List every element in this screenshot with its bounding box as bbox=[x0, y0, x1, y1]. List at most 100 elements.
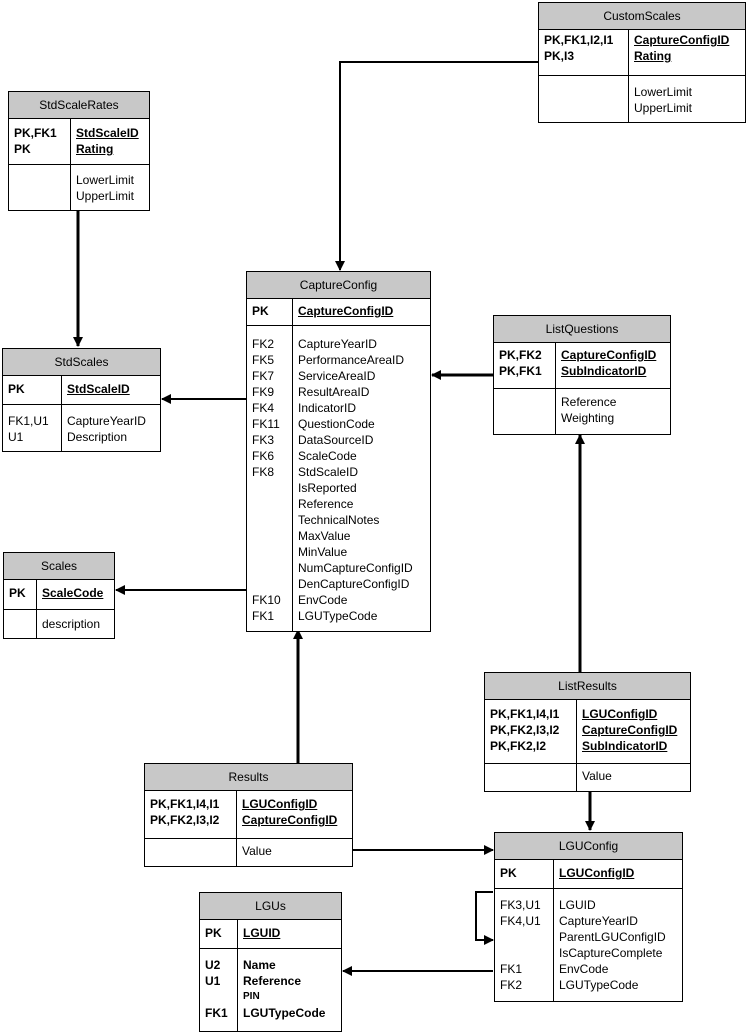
key-label: PK,FK1 bbox=[14, 126, 57, 140]
key-label: U2 bbox=[205, 958, 221, 972]
attr-field: LGUTypeCode bbox=[243, 1006, 326, 1020]
key-label bbox=[500, 945, 548, 961]
pk-field: Rating bbox=[76, 142, 114, 156]
attr-field: Value bbox=[582, 769, 612, 783]
attribute-section: Reference Weighting bbox=[494, 389, 670, 434]
key-label: PK bbox=[205, 926, 222, 940]
key-label bbox=[252, 512, 287, 528]
edge-lguconfig-self bbox=[475, 891, 494, 945]
attribute-section: Value bbox=[485, 764, 690, 791]
entity-lguconfig: LGUConfig PK LGUConfigID FK3,U1 FK4,U1 F… bbox=[494, 832, 683, 1002]
attrs: Reference Weighting bbox=[556, 389, 670, 434]
primary-key-section: PK StdScaleID bbox=[3, 376, 160, 405]
entity-title: LGUConfig bbox=[495, 833, 682, 860]
attr-field: LowerLimit bbox=[76, 173, 135, 187]
fk-keys bbox=[4, 610, 37, 638]
key-label: PK,FK1,I4,I1 bbox=[150, 797, 220, 811]
attr-field: NumCaptureConfigID bbox=[298, 561, 413, 575]
attr-field: Name bbox=[243, 958, 276, 972]
attr-field: MinValue bbox=[298, 545, 348, 559]
pk-field: StdScaleID bbox=[76, 126, 139, 140]
pk-attrs: LGUConfigID CaptureConfigID SubIndicator… bbox=[577, 700, 690, 763]
pk-field: StdScaleID bbox=[67, 382, 130, 396]
attr-field: DataSourceID bbox=[298, 433, 374, 447]
key-label: FK1 bbox=[252, 609, 275, 623]
entity-title: ListQuestions bbox=[494, 316, 670, 343]
key-label: FK10 bbox=[252, 593, 281, 607]
attr-field: ResultAreaID bbox=[298, 385, 370, 399]
key-label: U1 bbox=[205, 974, 221, 988]
key-label: PK bbox=[500, 866, 517, 880]
key-label: PK bbox=[14, 142, 31, 156]
pk-field: CaptureConfigID bbox=[634, 33, 730, 47]
pk-attrs: CaptureConfigID SubIndicatorID bbox=[556, 343, 670, 388]
attribute-section: FK2 FK5 FK7 FK9 FK4 FK11 FK3 FK6 FK8 FK1… bbox=[247, 326, 430, 631]
attribute-section: LowerLimit UpperLimit bbox=[9, 165, 149, 210]
entity-title: CaptureConfig bbox=[247, 272, 430, 299]
attr-field: UpperLimit bbox=[76, 189, 135, 203]
attribute-section: description bbox=[4, 610, 114, 638]
attr-field: PerformanceAreaID bbox=[298, 353, 405, 367]
pk-attrs: LGUConfigID bbox=[554, 860, 682, 888]
attr-field: LowerLimit bbox=[634, 85, 693, 99]
pk-attrs: StdScaleID Rating bbox=[71, 119, 149, 164]
key-label: FK4 bbox=[252, 401, 275, 415]
attr-field: Reference bbox=[243, 974, 302, 988]
key-label bbox=[252, 480, 287, 496]
pk-keys: PK bbox=[4, 580, 37, 609]
pk-keys: PK,FK1,I2,I1 PK,I3 bbox=[539, 30, 629, 75]
key-label: PK,FK1,I2,I1 bbox=[544, 33, 614, 47]
attrs: Value bbox=[577, 764, 690, 791]
edge-customscales-captureconfig bbox=[335, 61, 538, 271]
entity-lgus: LGUs PK LGUID U2 U1 FK1 Name Reference P… bbox=[199, 892, 342, 1032]
entity-listquestions: ListQuestions PK,FK2 PK,FK1 CaptureConfi… bbox=[493, 315, 671, 435]
key-label: FK8 bbox=[252, 465, 275, 479]
key-label: FK1,U1 bbox=[8, 414, 49, 428]
key-label bbox=[252, 496, 287, 512]
attr-field: EnvCode bbox=[298, 593, 348, 607]
entity-title: StdScales bbox=[3, 349, 160, 376]
key-label: FK2 bbox=[500, 978, 523, 992]
pk-field: LGUConfigID bbox=[242, 797, 318, 811]
entity-title: StdScaleRates bbox=[9, 92, 149, 119]
entity-listresults: ListResults PK,FK1,I4,I1 PK,FK2,I3,I2 PK… bbox=[484, 672, 691, 792]
attrs: LGUID CaptureYearID ParentLGUConfigID Is… bbox=[554, 889, 682, 1001]
entity-title: ListResults bbox=[485, 673, 690, 700]
key-label: FK11 bbox=[252, 417, 280, 431]
pk-field: CaptureConfigID bbox=[242, 813, 338, 827]
attr-field: description bbox=[42, 617, 101, 631]
attr-field: ServiceAreaID bbox=[298, 369, 376, 383]
key-label bbox=[500, 929, 548, 945]
primary-key-section: PK LGUID bbox=[200, 920, 341, 949]
attrs: Name Reference PIN LGUTypeCode bbox=[238, 949, 341, 1031]
primary-key-section: PK CaptureConfigID bbox=[247, 299, 430, 326]
pk-keys: PK bbox=[247, 299, 293, 325]
entity-title: CustomScales bbox=[539, 3, 745, 30]
key-label: FK6 bbox=[252, 449, 275, 463]
pk-attrs: LGUID bbox=[238, 920, 341, 948]
attrs: description bbox=[37, 610, 114, 638]
pk-attrs: CaptureConfigID bbox=[293, 299, 430, 325]
pk-attrs: StdScaleID bbox=[62, 376, 160, 404]
attr-field: IsReported bbox=[298, 481, 357, 495]
fk-keys bbox=[485, 764, 577, 791]
pk-field: LGUID bbox=[243, 926, 281, 940]
fk-keys: FK2 FK5 FK7 FK9 FK4 FK11 FK3 FK6 FK8 FK1… bbox=[247, 326, 293, 631]
attr-field: CaptureYearID bbox=[298, 337, 377, 351]
attr-field: TechnicalNotes bbox=[298, 513, 380, 527]
key-label: PK,FK2,I2 bbox=[490, 739, 547, 753]
pk-field: SubIndicatorID bbox=[582, 739, 668, 753]
attr-field: Weighting bbox=[561, 411, 615, 425]
entity-title: Scales bbox=[4, 553, 114, 580]
attr-field: Reference bbox=[561, 395, 617, 409]
pk-field: ScaleCode bbox=[42, 586, 104, 600]
pk-field: SubIndicatorID bbox=[561, 364, 647, 378]
primary-key-section: PK,FK1,I4,I1 PK,FK2,I3,I2 PK,FK2,I2 LGUC… bbox=[485, 700, 690, 764]
entity-customscales: CustomScales PK,FK1,I2,I1 PK,I3 CaptureC… bbox=[538, 2, 746, 123]
pk-field: Rating bbox=[634, 49, 672, 63]
key-label: PK bbox=[252, 304, 269, 318]
fk-keys bbox=[539, 76, 629, 122]
pk-field: LGUConfigID bbox=[559, 866, 635, 880]
